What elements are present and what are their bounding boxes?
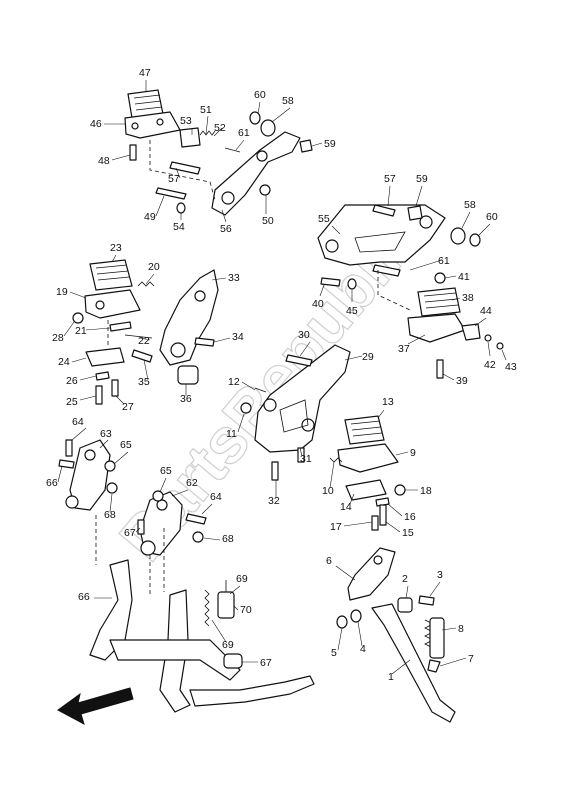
label-57b: 57 — [384, 173, 396, 185]
label-42: 42 — [484, 359, 496, 371]
label-51: 51 — [200, 104, 212, 116]
label-72: 70 — [240, 604, 252, 616]
label-68b: 67 — [124, 527, 136, 539]
side-stand-group — [336, 547, 456, 723]
label-37: 37 — [398, 343, 410, 355]
label-61b: 61 — [438, 255, 450, 267]
label-62: 62 — [186, 477, 198, 489]
label-71: 69 — [222, 639, 234, 651]
label-28: 28 — [52, 332, 64, 344]
label-61a: 61 — [238, 127, 250, 139]
label-24: 24 — [58, 356, 70, 368]
top-footrest-group — [124, 89, 313, 216]
label-20: 20 — [148, 261, 160, 273]
label-67: 67 — [260, 657, 272, 669]
label-33: 33 — [228, 272, 240, 284]
label-13: 13 — [382, 396, 394, 408]
label-57a: 57 — [168, 173, 180, 185]
label-49: 49 — [144, 211, 156, 223]
label-38: 38 — [462, 292, 474, 304]
label-19: 19 — [56, 286, 68, 298]
label-16: 16 — [404, 511, 416, 523]
label-31: 31 — [300, 453, 312, 465]
label-66: 66 — [78, 591, 90, 603]
label-55: 55 — [318, 213, 330, 225]
label-22: 22 — [138, 335, 150, 347]
label-43: 43 — [505, 361, 517, 373]
right-footrest-group — [317, 204, 504, 379]
label-32: 32 — [268, 495, 280, 507]
label-9: 9 — [410, 447, 416, 459]
label-8: 8 — [458, 623, 464, 635]
label-17: 17 — [330, 521, 342, 533]
label-41: 41 — [458, 271, 470, 283]
label-3: 3 — [437, 569, 443, 581]
label-59a: 59 — [324, 138, 336, 150]
label-52: 52 — [214, 122, 226, 134]
label-34: 34 — [232, 331, 244, 343]
label-27: 27 — [122, 401, 134, 413]
left-rider-footrest-group — [72, 259, 219, 405]
label-11: 11 — [226, 428, 237, 440]
label-44: 44 — [480, 305, 492, 317]
label-14: 14 — [340, 501, 352, 513]
label-54: 54 — [173, 221, 185, 233]
label-36: 36 — [180, 393, 192, 405]
label-69b: 68 — [222, 533, 234, 545]
center-bracket-group — [240, 344, 406, 531]
label-26: 26 — [66, 375, 78, 387]
leader-lines — [57, 80, 507, 675]
label-58a: 58 — [282, 95, 294, 107]
label-29: 29 — [362, 351, 374, 363]
label-18: 18 — [420, 485, 432, 497]
label-45: 45 — [346, 305, 358, 317]
label-15: 15 — [402, 527, 414, 539]
label-4: 4 — [360, 643, 366, 655]
label-60b: 60 — [486, 211, 498, 223]
label-30: 30 — [298, 329, 310, 341]
label-21: 21 — [75, 325, 87, 337]
label-48: 48 — [98, 155, 110, 167]
label-65a: 65 — [120, 439, 132, 451]
label-35: 35 — [138, 376, 150, 388]
label-25: 25 — [66, 396, 78, 408]
label-59b: 59 — [416, 173, 428, 185]
label-60a: 60 — [254, 89, 266, 101]
label-1: 1 — [388, 671, 394, 683]
label-23: 23 — [110, 242, 122, 254]
label-56: 56 — [220, 223, 232, 235]
label-65b: 65 — [160, 465, 172, 477]
label-6: 6 — [326, 555, 332, 567]
label-50: 50 — [262, 215, 274, 227]
label-68a: 66 — [46, 477, 58, 489]
label-69a: 68 — [104, 509, 116, 521]
label-70: 69 — [236, 573, 248, 585]
center-stand-group — [58, 439, 315, 713]
label-64a: 64 — [72, 416, 84, 428]
label-58b: 58 — [464, 199, 476, 211]
label-47: 47 — [139, 67, 151, 79]
label-40: 40 — [312, 298, 324, 310]
label-2: 2 — [402, 573, 408, 585]
label-7: 7 — [468, 653, 474, 665]
label-5: 5 — [331, 647, 337, 659]
label-10: 10 — [322, 485, 334, 497]
label-64b: 64 — [210, 491, 222, 503]
label-63: 63 — [100, 428, 112, 440]
label-12: 12 — [228, 376, 240, 388]
label-46: 46 — [90, 118, 102, 130]
part-labels: 47 46 48 53 51 52 60 58 61 59 57 49 54 5… — [46, 67, 517, 683]
front-direction-arrow-icon — [57, 687, 134, 726]
label-39: 39 — [456, 375, 468, 387]
label-53: 53 — [180, 115, 192, 127]
